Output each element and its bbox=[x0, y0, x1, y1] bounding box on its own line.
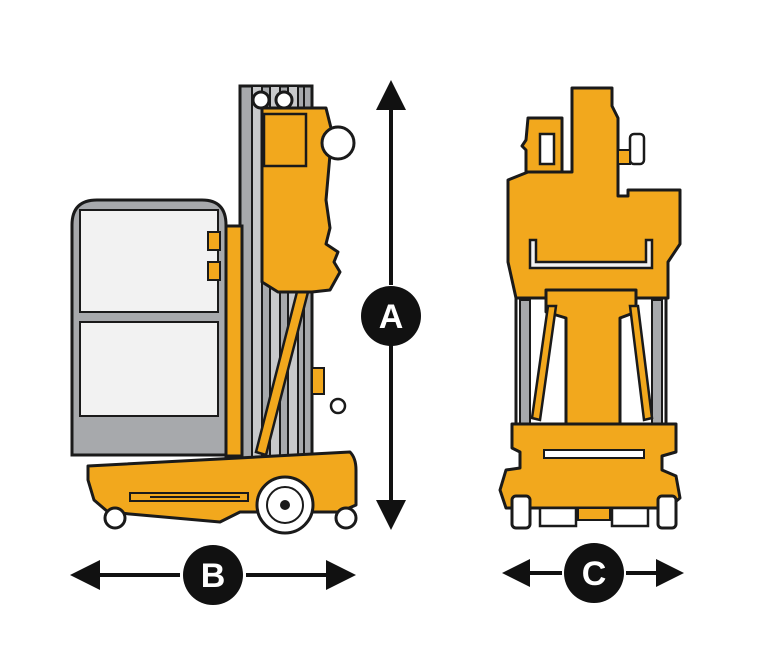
dimension-b-length: B bbox=[70, 545, 356, 605]
front-control-knob bbox=[628, 132, 646, 166]
arrow-right-icon bbox=[326, 560, 356, 590]
control-box bbox=[260, 106, 342, 294]
dimension-badge-a bbox=[361, 286, 421, 346]
dimension-a-height: A bbox=[361, 80, 421, 530]
dimension-badge-c bbox=[564, 543, 624, 603]
front-strut-right bbox=[628, 304, 654, 422]
arrow-left-icon bbox=[70, 560, 100, 590]
dimension-label-a: A bbox=[379, 298, 404, 336]
mast-pulley bbox=[251, 90, 271, 110]
arrow-right-icon bbox=[656, 559, 684, 587]
front-wheels bbox=[510, 494, 678, 530]
control-knob bbox=[320, 125, 356, 161]
basket-bracket bbox=[224, 224, 244, 458]
side-view-lift bbox=[70, 84, 358, 535]
work-basket bbox=[70, 198, 228, 457]
dimension-badge-b bbox=[183, 545, 243, 605]
front-strut-left bbox=[530, 304, 558, 422]
mast-fitting bbox=[311, 367, 325, 395]
front-basket-bar bbox=[528, 238, 654, 270]
arrow-down-icon bbox=[376, 500, 406, 530]
arrow-left-icon bbox=[502, 559, 530, 587]
dimension-c-width: C bbox=[502, 543, 684, 603]
main-wheel bbox=[255, 475, 315, 535]
front-left-bracket-slot bbox=[538, 132, 556, 166]
front-right-stub bbox=[617, 149, 631, 165]
mast-pulley bbox=[274, 90, 294, 110]
dimension-label-b: B bbox=[201, 557, 226, 595]
base-chassis bbox=[86, 450, 358, 524]
arrow-up-icon bbox=[376, 80, 406, 110]
front-caster bbox=[103, 506, 127, 530]
front-base-slot bbox=[543, 449, 645, 459]
rear-roller bbox=[329, 397, 347, 415]
dimension-label-c: C bbox=[582, 555, 607, 593]
rear-caster bbox=[334, 506, 358, 530]
front-view-lift bbox=[498, 86, 682, 530]
